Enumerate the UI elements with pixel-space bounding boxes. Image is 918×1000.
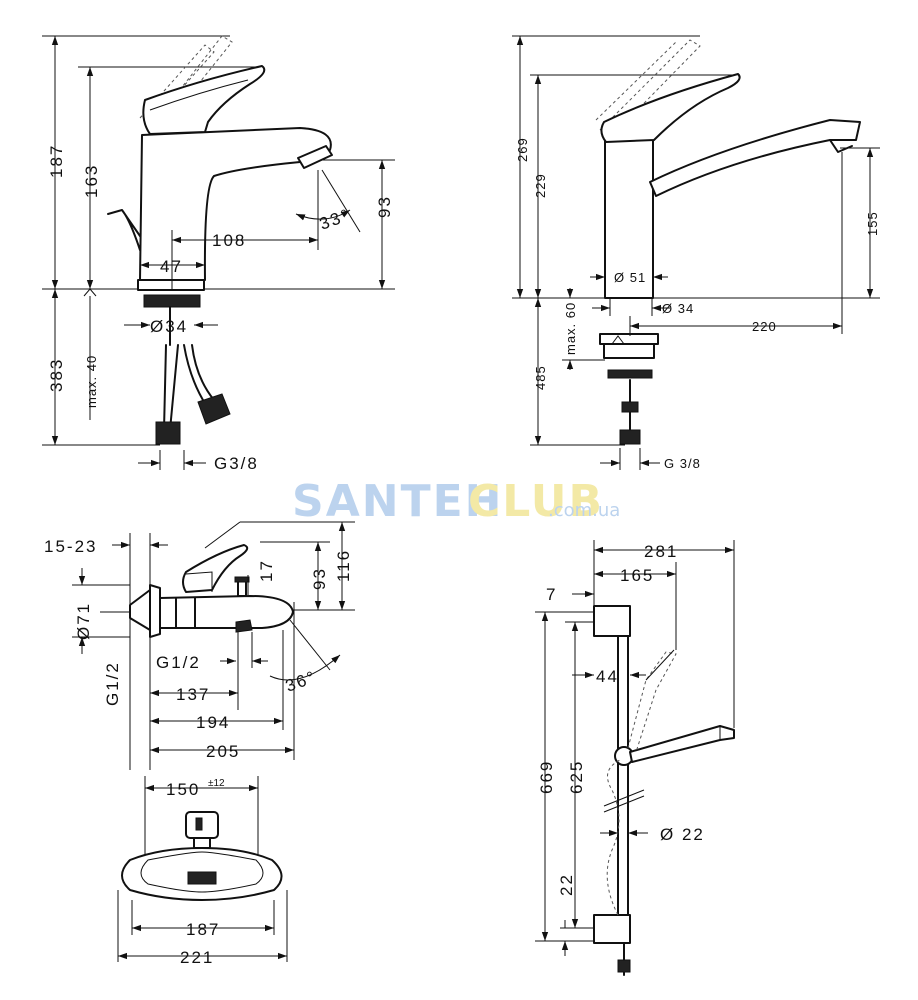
dim-kitchen-spout-reach: 220 — [752, 319, 777, 334]
dim-thread: G3/8 — [214, 454, 259, 473]
dim-bath-angle: 36° — [283, 667, 319, 696]
dim-shower-offset-7: 7 — [546, 585, 557, 604]
dim-kitchen-max-thickness: max. 60 — [563, 302, 578, 355]
dim-kitchen-spout-height: 155 — [865, 211, 880, 236]
dim-kitchen-thread: G 3/8 — [664, 456, 701, 471]
dim-shower-height-625: 625 — [567, 760, 586, 794]
bath-front-drawing: 150 ±12 187 221 — [117, 776, 288, 967]
watermark-part1: SANTEH — [292, 476, 503, 527]
dim-front-tolerance: ±12 — [208, 778, 225, 789]
shower-set-drawing: 281 165 7 44 669 625 22 Ø 22 — [535, 540, 735, 976]
dim-kitchen-hole-diameter: Ø 34 — [662, 301, 694, 316]
dim-bath-outlet: G1/2 — [156, 653, 201, 672]
kitchen-mixer-drawing: 269 229 155 Ø 51 Ø 34 220 max. 60 485 — [512, 35, 880, 471]
dim-front-width-221: 221 — [180, 948, 214, 967]
dim-spout-reach: 108 — [212, 231, 246, 250]
dim-bath-rosette: Ø71 — [74, 602, 93, 640]
dim-spout-angle: 33° — [317, 205, 353, 234]
dim-shower-rail-diameter: Ø 22 — [660, 825, 705, 844]
dim-front-width-187: 187 — [186, 920, 220, 939]
dim-max-thickness: max. 40 — [84, 355, 99, 408]
bath-mixer-drawing: 15-23 93 116 17 Ø71 G1/2 G1/2 36° 137 19… — [44, 521, 355, 770]
dim-bath-cap: 17 — [257, 559, 276, 582]
dim-spout-height: 93 — [375, 195, 394, 218]
dim-bath-height-116: 116 — [334, 549, 353, 582]
dim-bath-connection: G1/2 — [103, 661, 122, 706]
dim-shower-width-281: 281 — [644, 542, 678, 561]
dim-bath-reach-137: 137 — [176, 685, 210, 704]
dim-shower-offset-44: 44 — [596, 667, 619, 686]
dim-front-centers: 150 — [166, 780, 200, 799]
dim-below-height: 383 — [47, 358, 66, 392]
dim-shower-bottom: 22 — [557, 873, 576, 896]
dim-bath-reach-205: 205 — [206, 742, 240, 761]
dim-kitchen-body-diameter: Ø 51 — [614, 270, 646, 285]
dim-bath-height-93: 93 — [310, 567, 329, 590]
watermark-part2: CLUB — [468, 476, 604, 527]
dim-kitchen-below-height: 485 — [533, 365, 548, 390]
dim-handle-height: 163 — [82, 164, 101, 198]
dim-shower-width-165: 165 — [620, 566, 654, 585]
dim-body-width: 47 — [160, 257, 183, 276]
basin-mixer-drawing: 187 163 93 108 47 33° Ø34 383 max. 40 — [42, 35, 395, 473]
dim-bath-wall-distance: 15-23 — [44, 537, 97, 556]
watermark: SANTEH CLUB .com.ua — [292, 476, 620, 527]
dim-kitchen-total-height: 269 — [515, 137, 530, 162]
dim-hole-diameter: Ø34 — [150, 317, 188, 336]
dim-kitchen-body-height: 229 — [533, 173, 548, 198]
dim-bath-reach-194: 194 — [196, 713, 230, 732]
watermark-suffix: .com.ua — [548, 500, 620, 521]
dim-total-height: 187 — [47, 144, 66, 178]
dim-shower-height-669: 669 — [537, 760, 556, 794]
